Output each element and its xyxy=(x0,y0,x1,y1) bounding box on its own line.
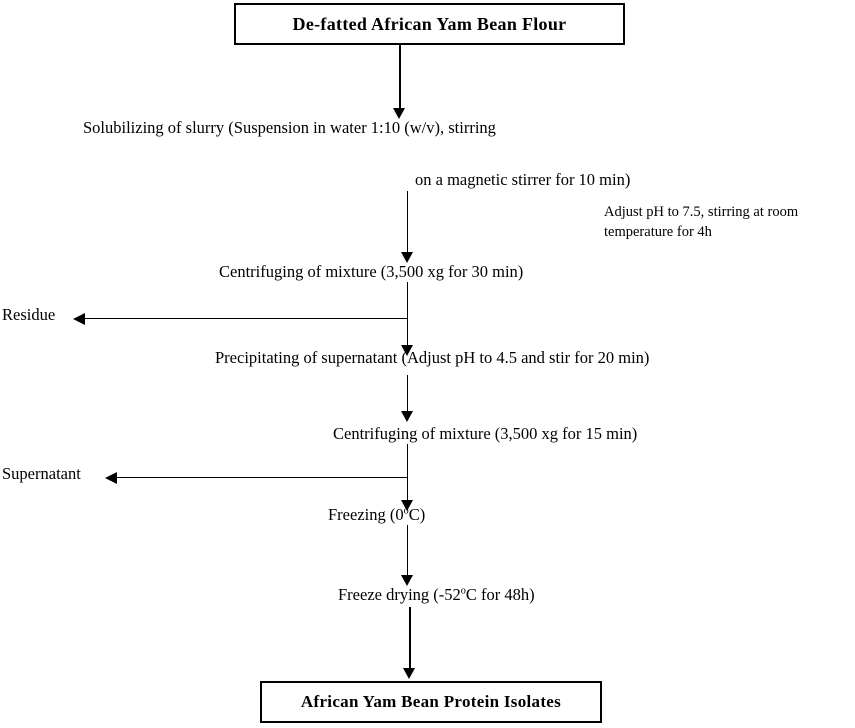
connector-line-centrifuging1-to-precipitating xyxy=(407,282,408,350)
arrow-head-centrifuging1-to-precipitating xyxy=(401,345,413,356)
step-freezing-suffix: C) xyxy=(408,505,426,524)
end-node-label: African Yam Bean Protein Isolates xyxy=(300,692,562,711)
step-freeze-drying-suffix: C for 48h) xyxy=(465,585,535,604)
arrow-head-start-to-solubilizing xyxy=(393,108,405,119)
step-precipitating: Precipitating of supernatant (Adjust pH … xyxy=(215,348,650,367)
connector-line-start-to-solubilizing xyxy=(399,45,401,111)
step-freeze-drying: Freeze drying (-52oC for 48h) xyxy=(338,585,535,606)
start-node-box: De-fatted African Yam Bean Flour xyxy=(234,3,625,45)
arrow-head-freezedrying-to-end xyxy=(403,668,415,679)
step-centrifuging-1: Centrifuging of mixture (3,500 xg for 30… xyxy=(219,262,524,281)
arrow-head-precipitating-to-centrifuging2 xyxy=(401,411,413,422)
start-node-label: De-fatted African Yam Bean Flour xyxy=(292,13,567,34)
step-solubilizing-line1: Solubilizing of slurry (Suspension in wa… xyxy=(83,118,496,137)
connector-line-freezing-to-freezedrying xyxy=(407,525,408,581)
arrow-head-freezing-to-freezedrying xyxy=(401,575,413,586)
connector-line-supernatant-branch xyxy=(112,477,408,478)
step-freeze-drying-prefix: Freeze drying (-52 xyxy=(338,585,461,604)
connector-line-solubilizing-to-centrifuging1 xyxy=(407,191,408,255)
connector-line-residue-branch xyxy=(80,318,408,319)
arrow-head-supernatant-branch xyxy=(105,472,117,484)
degree-symbol-icon: o xyxy=(403,505,409,517)
step-centrifuging-2: Centrifuging of mixture (3,500 xg for 15… xyxy=(333,424,638,443)
step-freezing-prefix: Freezing (0 xyxy=(328,505,404,524)
step-freezing: Freezing (0oC) xyxy=(328,505,425,526)
end-node-box: African Yam Bean Protein Isolates xyxy=(260,681,602,723)
connector-line-freezedrying-to-end xyxy=(409,607,411,671)
arrow-head-solubilizing-to-centrifuging1 xyxy=(401,252,413,263)
step-solubilizing-line2: on a magnetic stirrer for 10 min) xyxy=(415,170,631,189)
branch-label-residue: Residue xyxy=(2,305,56,324)
arrow-head-centrifuging2-to-freezing xyxy=(401,500,413,511)
connector-line-precipitating-to-centrifuging2 xyxy=(407,375,408,417)
connector-line-centrifuging2-to-freezing xyxy=(407,444,408,506)
arrow-head-residue-branch xyxy=(73,313,85,325)
note-adjust-ph: Adjust pH to 7.5, stirring at room tempe… xyxy=(604,204,799,240)
degree-symbol-icon: o xyxy=(460,585,466,597)
branch-label-supernatant: Supernatant xyxy=(2,464,81,483)
